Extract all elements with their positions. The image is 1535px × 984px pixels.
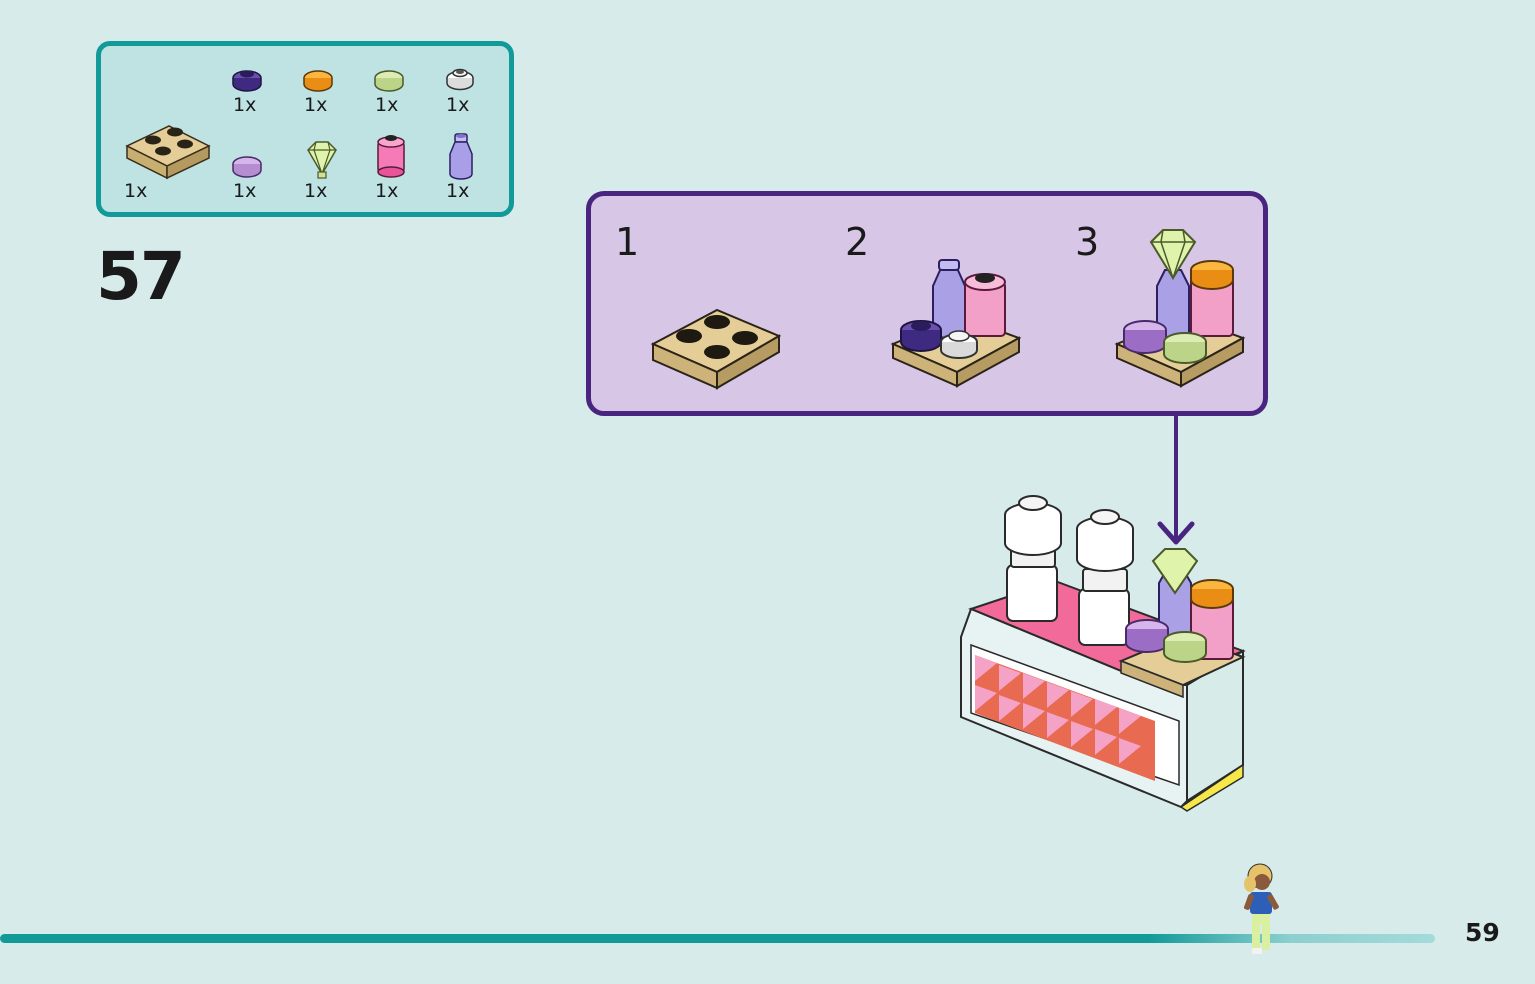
- substep-label: 3: [1075, 220, 1100, 264]
- jewel-part: [304, 138, 394, 218]
- part-qty: 1x: [304, 180, 328, 202]
- bottle-part: [446, 132, 536, 212]
- pink-brick-part: [375, 132, 465, 212]
- part-qty: 1x: [233, 180, 257, 202]
- minifigure-icon: [1244, 863, 1279, 954]
- tan-plate-icon: [125, 125, 211, 180]
- dark-purple-tile-part: [231, 64, 321, 144]
- round-plate-icon: [446, 68, 474, 91]
- part-qty: 1x: [375, 180, 399, 202]
- step-number: 57: [96, 238, 186, 315]
- substep-1-illustration: [650, 308, 782, 390]
- page-number: 59: [1465, 918, 1500, 947]
- white-plate-part: [444, 62, 534, 142]
- jewel-icon: [307, 141, 337, 179]
- part-qty: 1x: [446, 94, 470, 116]
- orange-tile-part: [302, 64, 392, 144]
- substeps-panel: 1 2 3: [586, 191, 1268, 416]
- tile-pattern: [975, 655, 1155, 781]
- part-qty: 1x: [233, 94, 257, 116]
- substep-label: 2: [845, 220, 870, 264]
- white-stack-left: [1004, 495, 1062, 622]
- substep-2-illustration: [890, 259, 1022, 388]
- round-tile-icon: [374, 70, 404, 92]
- substep-label: 1: [615, 220, 640, 264]
- part-qty: 1x: [375, 94, 399, 116]
- round-tile-icon: [232, 70, 262, 92]
- white-stack-right: [1076, 509, 1134, 646]
- round-tile-icon: [303, 70, 333, 92]
- lavender-tile-part: [231, 150, 321, 230]
- counter-model-illustration: [960, 495, 1246, 812]
- progress-track: [0, 934, 1435, 943]
- substep-3-illustration: [1114, 229, 1246, 388]
- part-qty: 1x: [304, 94, 328, 116]
- progress-bar: [0, 934, 1435, 943]
- tan-plate-part: [123, 116, 213, 196]
- parts-list: 1x 1x 1x 1x 1x: [96, 41, 514, 217]
- part-qty: 1x: [124, 180, 148, 202]
- round-tile-icon: [232, 156, 262, 178]
- lime-tile-part: [373, 64, 463, 144]
- down-arrow-icon: [1157, 414, 1195, 545]
- bottle-icon: [449, 133, 473, 180]
- round-brick-icon: [377, 135, 405, 178]
- part-qty: 1x: [446, 180, 470, 202]
